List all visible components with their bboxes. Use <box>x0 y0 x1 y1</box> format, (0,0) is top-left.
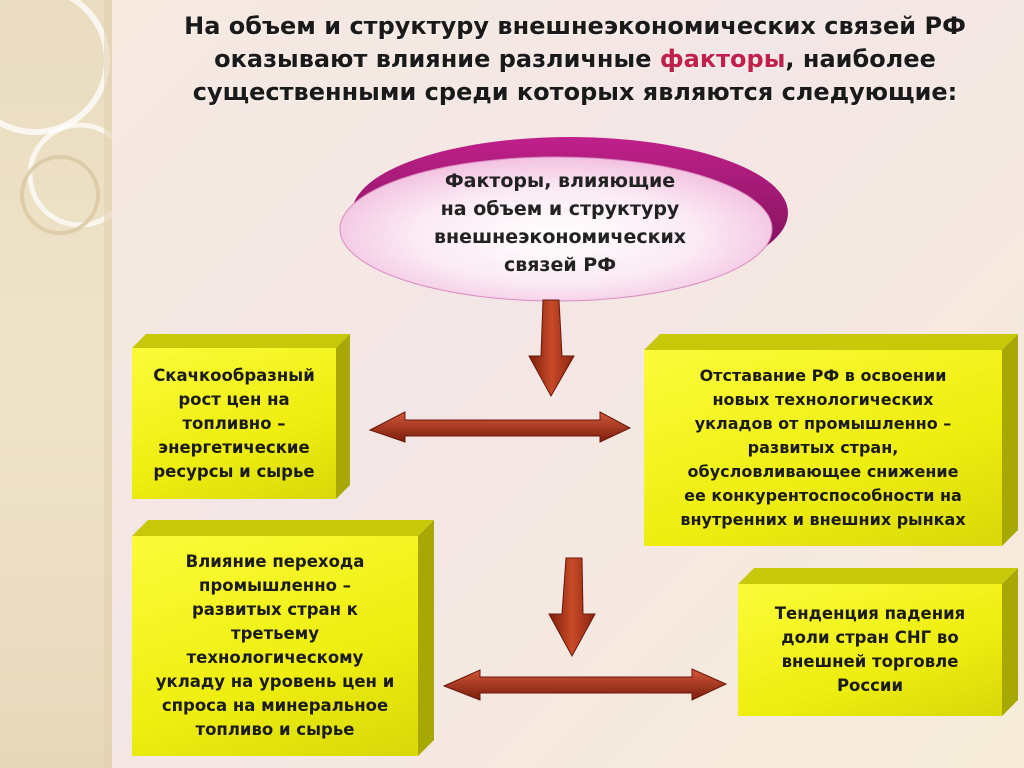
factor-box-tech-lag: Отставание РФ в освоении новых технологи… <box>644 334 1018 546</box>
box-text: Тенденция падения доли стран СНГ во внеш… <box>738 584 1002 716</box>
ellipse-text: Факторы, влияющие на объем и структуру в… <box>330 135 790 305</box>
ellipse-line-1: Факторы, влияющие <box>444 170 676 192</box>
title-line-1: На объем и структуру внешнеэкономических… <box>184 12 966 40</box>
slide-title: На объем и структуру внешнеэкономических… <box>150 10 1000 109</box>
ellipse-line-3: внешнеэкономических <box>433 226 687 248</box>
ellipse-line-4: связей РФ <box>503 254 617 276</box>
double-arrow-icon <box>368 411 632 443</box>
title-line-2-post: , наиболее <box>785 45 936 73</box>
box-text: Отставание РФ в освоении новых технологи… <box>644 350 1002 546</box>
box-3d-edges <box>738 568 1018 716</box>
down-arrow-icon <box>528 299 575 398</box>
factor-box-tech-transition: Влияние перехода промышленно – развитых … <box>132 520 434 756</box>
title-accent-word: факторы <box>659 45 786 73</box>
title-line-3: существенными среди которых являются сле… <box>192 78 958 106</box>
box-3d-edges <box>132 334 350 499</box>
factor-box-cis-trade: Тенденция падения доли стран СНГ во внеш… <box>738 568 1018 716</box>
box-3d-edges <box>132 520 434 756</box>
title-line-2: оказывают влияние различные факторы, наи… <box>150 43 1000 76</box>
box-text: Влияние перехода промышленно – развитых … <box>132 536 418 756</box>
ellipse-shape <box>339 137 788 302</box>
double-arrow-icon <box>442 668 728 701</box>
decorative-rings <box>0 0 112 768</box>
down-arrow-icon <box>548 557 596 658</box>
box-text: Скачкообразный рост цен на топливно – эн… <box>132 348 336 499</box>
factor-box-fuel-prices: Скачкообразный рост цен на топливно – эн… <box>132 334 350 499</box>
ellipse-line-2: на объем и структуру <box>440 198 680 220</box>
decorative-side-strip <box>0 0 112 768</box>
title-line-2-pre: оказывают влияние различные <box>214 45 660 73</box>
central-factors-ellipse: Факторы, влияющие на объем и структуру в… <box>330 135 790 305</box>
box-3d-edges <box>644 334 1018 546</box>
